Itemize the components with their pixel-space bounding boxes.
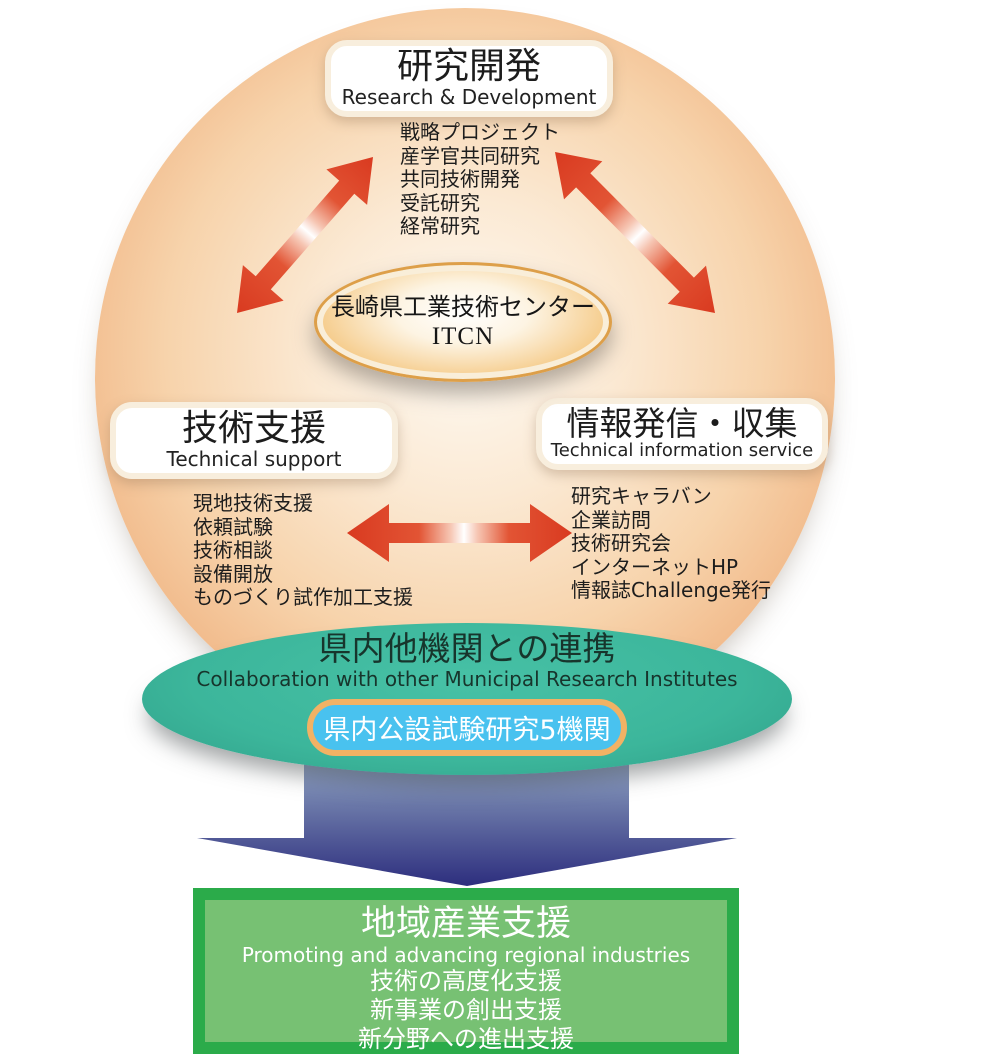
- collaboration-title: 県内他機関との連携: [318, 629, 616, 668]
- research-development-list: 戦略プロジェクト 産学官共同研究 共同技術開発 受託研究 経常研究: [400, 120, 560, 239]
- outcome-item: 技術の高度化支援: [370, 967, 562, 996]
- double-arrow-rd-info-icon: [555, 152, 715, 313]
- node-research-development: 研究開発 Research & Development: [325, 40, 613, 117]
- outcome-title: 地域産業支援: [360, 904, 571, 944]
- list-item: ものづくり試作加工支援: [193, 585, 413, 609]
- node-technical-support: 技術支援 Technical support: [110, 402, 398, 479]
- outcome-subtitle: Promoting and advancing regional industr…: [241, 943, 691, 968]
- list-item: 産学官共同研究: [400, 143, 540, 168]
- outcome-box: 地域産業支援 Promoting and advancing regional …: [193, 888, 739, 1054]
- center-acronym: ITCN: [431, 323, 495, 351]
- information-service-list: 研究キャラバン 企業訪問 技術研究会 インターネットHP 情報誌Challeng…: [571, 484, 771, 603]
- list-item: 経常研究: [400, 214, 480, 238]
- node-subtitle: Technical support: [166, 446, 342, 471]
- list-item: 企業訪問: [571, 507, 651, 532]
- municipal-institutes-badge: 県内公設試験研究5機関: [307, 698, 627, 756]
- collaboration-ellipse: 県内他機関との連携 Collaboration with other Munic…: [142, 623, 792, 775]
- list-item: 研究キャラバン: [571, 484, 712, 508]
- list-item: 戦略プロジェクト: [400, 120, 560, 144]
- node-subtitle: Research & Development: [341, 84, 597, 109]
- technical-support-list: 現地技術支援 依頼試験 技術相談 設備開放 ものづくり試作加工支援: [193, 491, 413, 610]
- list-item: 現地技術支援: [193, 491, 313, 515]
- list-item: 技術研究会: [571, 531, 671, 555]
- center-name: 長崎県工業技術センター: [331, 292, 595, 321]
- node-title: 情報発信・収集: [566, 403, 798, 443]
- node-subtitle: Technical information service: [550, 439, 814, 461]
- down-arrow-icon: [197, 757, 737, 886]
- list-item: 情報誌Challenge発行: [571, 578, 771, 602]
- list-item: 技術相談: [193, 538, 273, 562]
- outcome-item: 新分野への進出支援: [358, 1025, 574, 1054]
- itcn-center-ellipse: 長崎県工業技術センター ITCN: [314, 262, 612, 382]
- collaboration-subtitle: Collaboration with other Municipal Resea…: [196, 666, 738, 691]
- node-information-service: 情報発信・収集 Technical information service: [536, 398, 828, 470]
- outcome-item: 新事業の創出支援: [370, 996, 562, 1025]
- node-title: 研究開発: [396, 46, 541, 88]
- double-arrow-rd-ts-icon: [237, 157, 373, 313]
- list-item: 共同技術開発: [400, 167, 520, 191]
- list-item: 依頼試験: [193, 514, 273, 539]
- list-item: インターネットHP: [571, 554, 739, 579]
- node-title: 技術支援: [181, 408, 326, 450]
- double-arrow-ts-info-icon: [347, 504, 572, 562]
- list-item: 受託研究: [400, 190, 480, 215]
- list-item: 設備開放: [193, 561, 273, 586]
